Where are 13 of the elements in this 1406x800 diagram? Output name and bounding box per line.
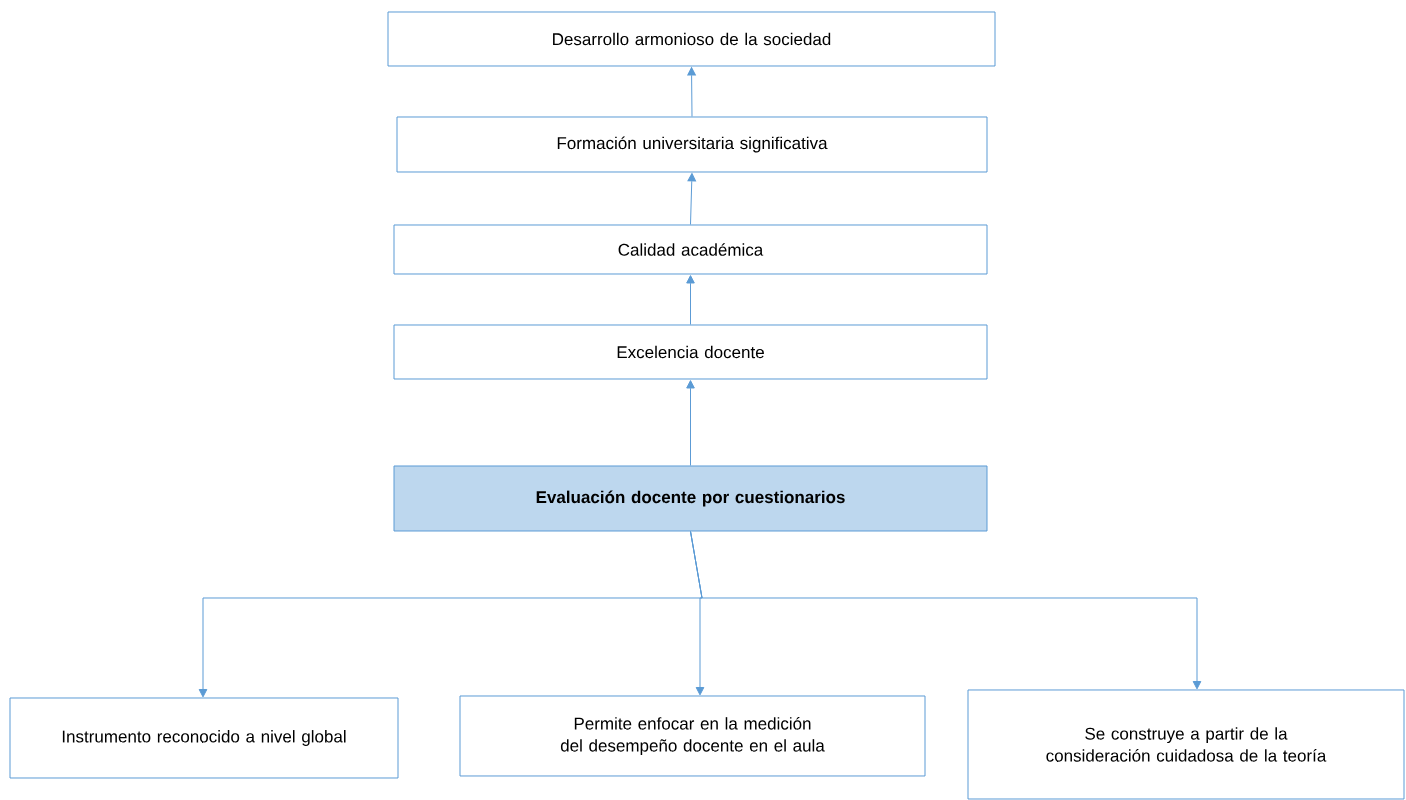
text-box: Instrumento reconocido a nivel global (9, 697, 399, 779)
text-box: Formación universitaria significativa (396, 116, 988, 173)
arrow (686, 275, 695, 325)
text-box: Desarrollo armonioso de la sociedad (387, 11, 996, 67)
arrow (690, 531, 1202, 690)
highlighted-box: Evaluación docente por cuestionarios (393, 465, 988, 532)
text-box: Excelencia docente (393, 324, 988, 380)
text-box: Permite enfocar en la medición del desempeño docente en el aula (459, 695, 926, 777)
arrow (687, 67, 696, 117)
text-box: Se construye a partir de la consideración cuidadosa de la teoría (967, 689, 1405, 800)
text-box: Calidad académica (393, 224, 988, 275)
arrow (687, 173, 697, 225)
arrow (686, 380, 695, 466)
